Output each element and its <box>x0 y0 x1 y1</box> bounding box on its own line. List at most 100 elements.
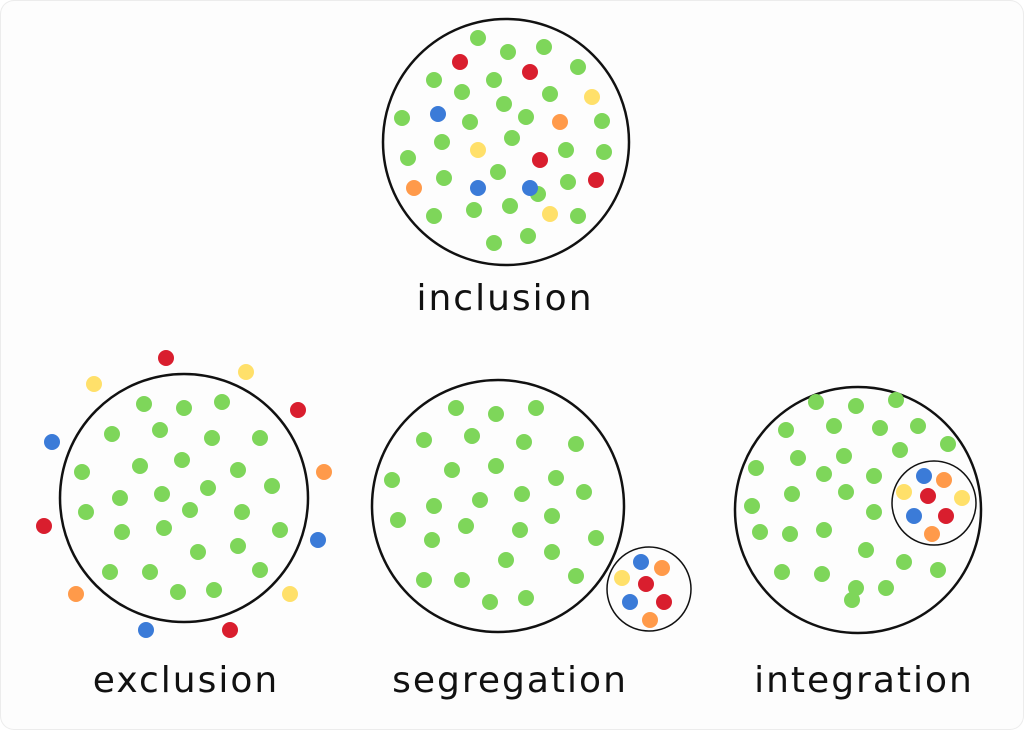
inclusion-majority-dot <box>436 170 452 186</box>
integration-majority-dot <box>752 524 768 540</box>
integration-majority-dot <box>838 484 854 500</box>
segregation-majority-dot <box>448 400 464 416</box>
integration-majority-dot <box>816 522 832 538</box>
integration-orange-dot <box>936 472 952 488</box>
segregation-majority-dot <box>464 428 480 444</box>
inclusion-majority-dot <box>486 72 502 88</box>
exclusion-majority-dot <box>102 564 118 580</box>
segregation-majority-dot <box>568 568 584 584</box>
integration-majority-dot <box>790 450 806 466</box>
integration-yellow-dot <box>954 490 970 506</box>
integration-majority-dot <box>816 466 832 482</box>
inclusion-orange-dot <box>406 180 422 196</box>
integration-red-dot <box>920 488 936 504</box>
exclusion-majority-dot <box>200 480 216 496</box>
integration-red-dot <box>938 508 954 524</box>
exclusion-circle <box>58 372 310 624</box>
segregation-majority-dot <box>454 572 470 588</box>
exclusion-majority-dot <box>170 584 186 600</box>
segregation-majority-dot <box>514 486 530 502</box>
integration-majority-dot <box>866 468 882 484</box>
segregation-majority-dot <box>544 544 560 560</box>
exclusion-majority-dot <box>230 462 246 478</box>
inclusion-majority-dot <box>496 96 512 112</box>
inclusion-majority-dot <box>426 208 442 224</box>
integration-majority-dot <box>930 562 946 578</box>
segregation-majority-dot <box>426 498 442 514</box>
segregation-minority-circle <box>606 546 692 632</box>
inclusion-majority-dot <box>536 39 552 55</box>
integration-majority-dot <box>896 554 912 570</box>
integration-main-circle <box>733 385 983 635</box>
inclusion-red-dot <box>532 152 548 168</box>
inclusion-majority-dot <box>454 84 470 100</box>
exclusion-red-dot <box>290 402 306 418</box>
segregation-blue-dot <box>633 554 649 570</box>
inclusion-majority-dot <box>466 202 482 218</box>
exclusion-majority-dot <box>272 522 288 538</box>
segregation-majority-dot <box>498 552 514 568</box>
segregation-main-circle <box>370 378 626 634</box>
inclusion-majority-dot <box>594 113 610 129</box>
integration-majority-dot <box>744 498 760 514</box>
exclusion-majority-dot <box>264 478 280 494</box>
inclusion-blue-dot <box>430 106 446 122</box>
label-segregation: segregation <box>392 660 628 701</box>
exclusion-majority-dot <box>252 562 268 578</box>
integration-minority-circle <box>891 460 977 546</box>
exclusion-majority-dot <box>190 544 206 560</box>
exclusion-majority-dot <box>206 582 222 598</box>
integration-majority-dot <box>848 398 864 414</box>
integration-majority-dot <box>778 422 794 438</box>
inclusion-majority-dot <box>486 235 502 251</box>
segregation-majority-dot <box>458 518 474 534</box>
exclusion-majority-dot <box>230 538 246 554</box>
exclusion-majority-dot <box>142 564 158 580</box>
integration-majority-dot <box>940 436 956 452</box>
exclusion-majority-dot <box>234 504 250 520</box>
inclusion-majority-dot <box>560 174 576 190</box>
segregation-majority-dot <box>416 572 432 588</box>
segregation-majority-dot <box>568 436 584 452</box>
segregation-majority-dot <box>390 512 406 528</box>
inclusion-majority-dot <box>558 142 574 158</box>
exclusion-majority-dot <box>174 452 190 468</box>
exclusion-blue-dot <box>310 532 326 548</box>
integration-majority-dot <box>866 504 882 520</box>
exclusion-majority-dot <box>112 490 128 506</box>
segregation-majority-dot <box>518 590 534 606</box>
exclusion-majority-dot <box>114 524 130 540</box>
integration-majority-dot <box>888 392 904 408</box>
integration-majority-dot <box>892 442 908 458</box>
label-inclusion: inclusion <box>416 278 594 319</box>
segregation-majority-dot <box>482 594 498 610</box>
inclusion-majority-dot <box>426 72 442 88</box>
segregation-blue-dot <box>622 594 638 610</box>
segregation-majority-dot <box>548 470 564 486</box>
segregation-red-dot <box>656 594 672 610</box>
inclusion-red-dot <box>452 54 468 70</box>
integration-majority-dot <box>808 394 824 410</box>
exclusion-yellow-dot <box>282 586 298 602</box>
label-exclusion: exclusion <box>92 660 280 701</box>
inclusion-red-dot <box>588 172 604 188</box>
integration-majority-dot <box>826 418 842 434</box>
inclusion-orange-dot <box>552 114 568 130</box>
integration-majority-dot <box>872 420 888 436</box>
integration-majority-dot <box>814 566 830 582</box>
segregation-majority-dot <box>488 406 504 422</box>
inclusion-red-dot <box>522 64 538 80</box>
segregation-majority-dot <box>444 462 460 478</box>
integration-majority-dot <box>782 526 798 542</box>
inclusion-yellow-dot <box>470 142 486 158</box>
inclusion-majority-dot <box>470 30 486 46</box>
inclusion-circle <box>381 17 631 267</box>
exclusion-majority-dot <box>182 502 198 518</box>
inclusion-majority-dot <box>518 109 534 125</box>
integration-majority-dot <box>836 448 852 464</box>
inclusion-majority-dot <box>570 208 586 224</box>
exclusion-orange-dot <box>316 464 332 480</box>
inclusion-majority-dot <box>520 228 536 244</box>
segregation-majority-dot <box>516 434 532 450</box>
segregation-majority-dot <box>544 508 560 524</box>
